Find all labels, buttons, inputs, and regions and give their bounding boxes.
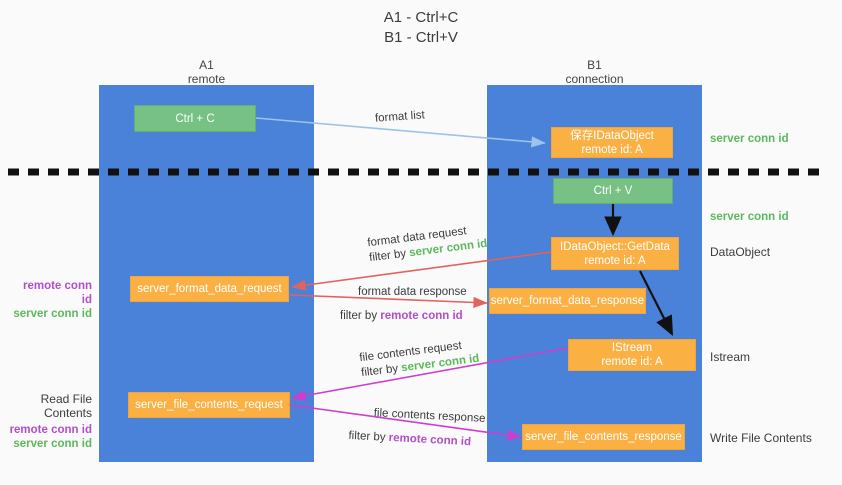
- filter-by-prefix: filter by: [348, 429, 390, 444]
- column-a1-sub: remote: [187, 72, 226, 86]
- node-server-format-data-response-label: server_format_data_response: [490, 295, 645, 307]
- edge-label-format-list-text: format list: [374, 109, 426, 125]
- node-server-format-data-request-label: server_format_data_request: [137, 283, 282, 295]
- annotation-write-file-contents: Write File Contents: [710, 431, 812, 445]
- node-save-idataobject[interactable]: 保存IDataObject remote id: A: [551, 127, 673, 158]
- edge-label-file-contents-response-line1: file contents response: [373, 407, 486, 425]
- edge-label-format-data-request: format data request filter by server con…: [367, 222, 489, 266]
- column-header-a1: A1 remote: [99, 58, 314, 86]
- annotation-dataobject: DataObject: [710, 245, 771, 259]
- node-istream-remote-id: remote id: A: [601, 356, 663, 368]
- title-line-1: A1 - Ctrl+C: [383, 9, 459, 26]
- diagram-title: A1 - Ctrl+C B1 - Ctrl+V: [0, 8, 842, 48]
- filter-key-remote-conn-id: remote conn id: [380, 310, 463, 322]
- annotation-server-conn-id-left-2: server conn id: [13, 438, 92, 450]
- node-server-file-contents-request[interactable]: server_file_contents_request: [128, 392, 290, 418]
- annotation-remote-conn-id-1: remote conn id: [22, 280, 92, 306]
- edge-label-format-list: format list: [375, 108, 426, 126]
- node-getdata-label: IDataObject::GetData: [560, 240, 670, 253]
- column-b1-name: B1: [587, 58, 602, 72]
- title-line-2: B1 - Ctrl+V: [384, 29, 458, 46]
- annotation-server-conn-id-second: server conn id: [710, 211, 789, 223]
- node-ctrl-v[interactable]: Ctrl + V: [553, 178, 673, 204]
- edge-label-file-contents-request: file contents request filter by server c…: [359, 337, 481, 381]
- node-server-format-data-request[interactable]: server_format_data_request: [130, 276, 289, 302]
- node-server-file-contents-response-label: server_file_contents_response: [525, 431, 682, 443]
- column-b1-sub: connection: [565, 72, 624, 86]
- node-ctrl-v-label: Ctrl + V: [593, 185, 633, 197]
- node-ctrl-c[interactable]: Ctrl + C: [134, 105, 256, 132]
- node-save-idataobject-label: 保存IDataObject: [570, 129, 654, 142]
- filter-key-remote-conn-id: remote conn id: [388, 431, 472, 449]
- node-getdata-remote-id: remote id: A: [584, 254, 646, 267]
- node-save-idataobject-remote-id: remote id: A: [581, 143, 643, 156]
- node-server-file-contents-response[interactable]: server_file_contents_response: [522, 424, 685, 450]
- edge-label-format-data-response-line1: format data response: [358, 286, 467, 298]
- filter-by-prefix: filter by: [368, 247, 410, 265]
- edge-label-file-contents-response-line2: filter by remote conn id: [348, 429, 484, 451]
- node-server-file-contents-request-label: server_file_contents_request: [135, 399, 283, 411]
- column-a1-name: A1: [199, 58, 214, 72]
- annotation-read-file-contents: Read File Contents: [40, 392, 92, 420]
- edge-label-file-contents-response: file contents response filter by remote …: [348, 406, 486, 451]
- annotation-server-conn-id-top: server conn id: [710, 133, 789, 145]
- annotation-group-format-conn-ids: remote conn id server conn id: [10, 279, 92, 321]
- node-idataobject-getdata[interactable]: IDataObject::GetData remote id: A: [551, 237, 679, 270]
- column-header-b1: B1 connection: [487, 58, 702, 86]
- annotation-group-read-file-contents: Read File Contents remote conn id server…: [6, 392, 92, 451]
- node-ctrl-c-label: Ctrl + C: [175, 112, 215, 125]
- annotation-server-conn-id-left-1: server conn id: [13, 308, 92, 320]
- node-istream[interactable]: IStream remote id: A: [568, 339, 696, 371]
- annotation-istream: Istream: [710, 350, 751, 364]
- filter-by-prefix: filter by: [360, 362, 402, 380]
- annotation-remote-conn-id-2: remote conn id: [9, 424, 92, 436]
- edge-label-format-data-response-line2: filter by remote conn id: [340, 309, 467, 324]
- filter-by-prefix: filter by: [340, 310, 381, 322]
- node-server-format-data-response[interactable]: server_format_data_response: [489, 288, 646, 314]
- node-istream-label: IStream: [611, 342, 653, 354]
- edge-label-format-data-response: format data response filter by remote co…: [340, 285, 467, 324]
